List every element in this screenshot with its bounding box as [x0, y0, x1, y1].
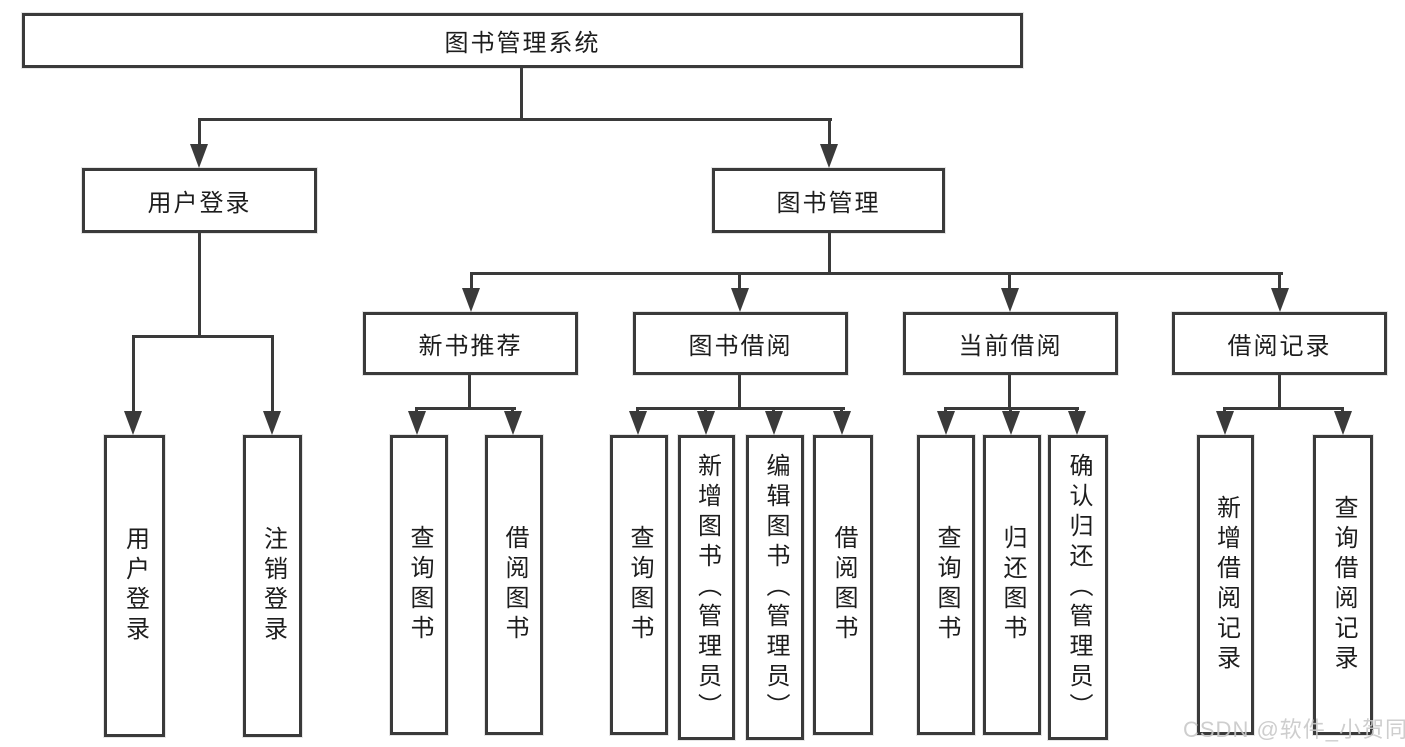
node-book-borrow-label: 图书借阅: [688, 333, 793, 360]
leaf-records-add-record: 新增借阅记录: [1197, 435, 1254, 735]
arrow-down-icon: [731, 288, 749, 312]
connector-user-child1-stem: [132, 335, 135, 413]
arrow-down-icon: [124, 411, 142, 435]
leaf-user-login: 用户登录: [104, 435, 165, 737]
connector-current-split-bar: [945, 407, 1079, 410]
leaf-records-query-record: 查询借阅记录: [1313, 435, 1373, 735]
connector-recommend-split-bar: [416, 407, 516, 410]
node-book-management: 图书管理: [712, 168, 945, 233]
node-user-login: 用户登录: [82, 168, 317, 233]
arrow-down-icon: [820, 144, 838, 168]
connector-user-child2-stem: [271, 335, 274, 413]
connector-borrow-down: [738, 373, 741, 409]
leaf-borrow-query-book: 查询图书: [610, 435, 668, 735]
arrow-down-icon: [190, 144, 208, 168]
connector-l3-stem-1: [470, 272, 473, 292]
connector-user-stem: [198, 118, 201, 148]
leaf-borrow-add-book-admin: 新增图书（管理员）: [678, 435, 735, 740]
leaf-logout: 注销登录: [243, 435, 302, 737]
node-new-book-recommend: 新书推荐: [363, 312, 578, 375]
leaf-borrow-borrow-book-label: 借阅图书: [830, 525, 857, 645]
arrow-down-icon: [765, 411, 783, 435]
connector-recommend-down: [468, 373, 471, 409]
node-book-borrow: 图书借阅: [633, 312, 848, 375]
leaf-current-return-book: 归还图书: [983, 435, 1041, 735]
leaf-records-query-record-label: 查询借阅记录: [1330, 495, 1357, 675]
leaf-current-query-book: 查询图书: [917, 435, 975, 735]
arrow-down-icon: [1002, 411, 1020, 435]
arrow-down-icon: [629, 411, 647, 435]
node-user-login-label: 用户登录: [147, 190, 252, 217]
arrow-down-icon: [504, 411, 522, 435]
leaf-borrow-edit-book-admin-label: 编辑图书（管理员）: [762, 452, 789, 723]
arrow-down-icon: [1271, 288, 1289, 312]
leaf-borrow-add-book-admin-label: 新增图书（管理员）: [693, 452, 721, 723]
leaf-recommend-query-book: 查询图书: [390, 435, 448, 735]
leaf-borrow-borrow-book: 借阅图书: [813, 435, 873, 735]
leaf-current-query-book-label: 查询图书: [933, 525, 960, 645]
node-new-book-recommend-label: 新书推荐: [418, 333, 523, 360]
node-book-management-label: 图书管理: [776, 190, 881, 217]
connector-book-stem: [828, 118, 831, 148]
node-borrow-records: 借阅记录: [1172, 312, 1387, 375]
connector-l3-stem-3: [1008, 272, 1011, 292]
arrow-down-icon: [1068, 411, 1086, 435]
node-current-borrow: 当前借阅: [903, 312, 1118, 375]
connector-current-down: [1008, 373, 1011, 409]
connector-records-split-bar: [1224, 407, 1344, 410]
arrow-down-icon: [833, 411, 851, 435]
arrow-down-icon: [697, 411, 715, 435]
arrow-down-icon: [408, 411, 426, 435]
connector-user-split-bar: [132, 335, 274, 338]
arrow-down-icon: [1001, 288, 1019, 312]
leaf-recommend-borrow-book-label: 借阅图书: [501, 525, 528, 645]
connector-records-down: [1278, 373, 1281, 409]
connector-book-down: [828, 231, 831, 274]
connector-level2-bar: [198, 118, 832, 121]
leaf-borrow-query-book-label: 查询图书: [626, 525, 653, 645]
leaf-current-return-book-label: 归还图书: [999, 525, 1026, 645]
leaf-logout-label: 注销登录: [259, 526, 287, 646]
node-current-borrow-label: 当前借阅: [958, 333, 1063, 360]
arrow-down-icon: [1334, 411, 1352, 435]
watermark: CSDN @软件_小贺同学: [1183, 717, 1405, 742]
connector-level3-bar: [470, 272, 1283, 275]
node-root-label: 图书管理系统: [444, 30, 601, 57]
leaf-recommend-query-book-label: 查询图书: [406, 525, 433, 645]
leaf-borrow-edit-book-admin: 编辑图书（管理员）: [746, 435, 804, 740]
leaf-current-confirm-return-admin: 确认归还（管理员）: [1048, 435, 1108, 740]
node-borrow-records-label: 借阅记录: [1227, 333, 1332, 360]
node-root: 图书管理系统: [22, 13, 1023, 68]
connector-l3-stem-4: [1278, 272, 1281, 292]
leaf-records-add-record-label: 新增借阅记录: [1212, 495, 1240, 675]
connector-user-down: [198, 231, 201, 337]
leaf-current-confirm-return-admin-label: 确认归还（管理员）: [1065, 452, 1092, 723]
arrow-down-icon: [937, 411, 955, 435]
connector-borrow-split-bar: [637, 407, 845, 410]
arrow-down-icon: [263, 411, 281, 435]
arrow-down-icon: [462, 288, 480, 312]
connector-l3-stem-2: [738, 272, 741, 292]
connector-root-stem: [520, 66, 523, 120]
arrow-down-icon: [1216, 411, 1234, 435]
leaf-user-login-label: 用户登录: [121, 526, 149, 646]
leaf-recommend-borrow-book: 借阅图书: [485, 435, 543, 735]
